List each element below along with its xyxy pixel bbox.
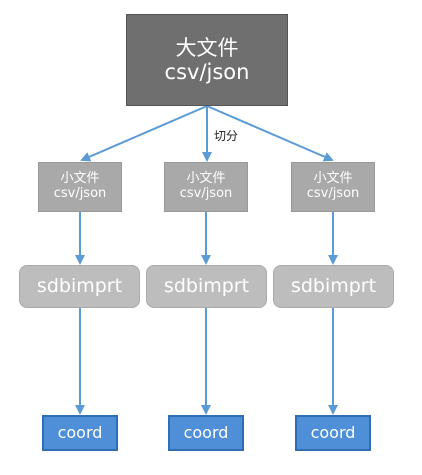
sdbimprt-label: sdbimprt bbox=[290, 274, 377, 297]
small-file-title: 小文件 bbox=[186, 171, 226, 187]
small-file-format: csv/json bbox=[306, 186, 360, 201]
small-file-title: 小文件 bbox=[313, 171, 353, 187]
big-file-format: csv/json bbox=[164, 60, 250, 84]
small-file-node-2: 小文件 csv/json bbox=[164, 162, 248, 212]
coord-node-1: coord bbox=[42, 415, 118, 451]
coord-label: coord bbox=[183, 422, 229, 442]
big-file-title: 大文件 bbox=[175, 35, 239, 60]
big-file-node: 大文件 csv/json bbox=[126, 14, 288, 106]
small-file-format: csv/json bbox=[53, 186, 107, 201]
coord-node-2: coord bbox=[168, 415, 244, 451]
coord-node-3: coord bbox=[295, 415, 371, 451]
sdbimprt-label: sdbimprt bbox=[163, 274, 250, 297]
small-file-node-1: 小文件 csv/json bbox=[38, 162, 122, 212]
small-file-format: csv/json bbox=[179, 186, 233, 201]
split-arrow-right bbox=[206, 105, 334, 162]
sdbimprt-node-1: sdbimprt bbox=[19, 265, 140, 308]
small-file-node-3: 小文件 csv/json bbox=[291, 162, 375, 212]
coord-label: coord bbox=[310, 422, 356, 442]
sdbimprt-node-2: sdbimprt bbox=[146, 265, 267, 308]
coord-label: coord bbox=[57, 422, 103, 442]
sdbimprt-label: sdbimprt bbox=[36, 274, 123, 297]
sdbimprt-node-3: sdbimprt bbox=[273, 265, 394, 308]
split-arrow-left bbox=[80, 105, 208, 162]
split-label: 切分 bbox=[214, 129, 239, 143]
small-file-title: 小文件 bbox=[60, 171, 100, 187]
